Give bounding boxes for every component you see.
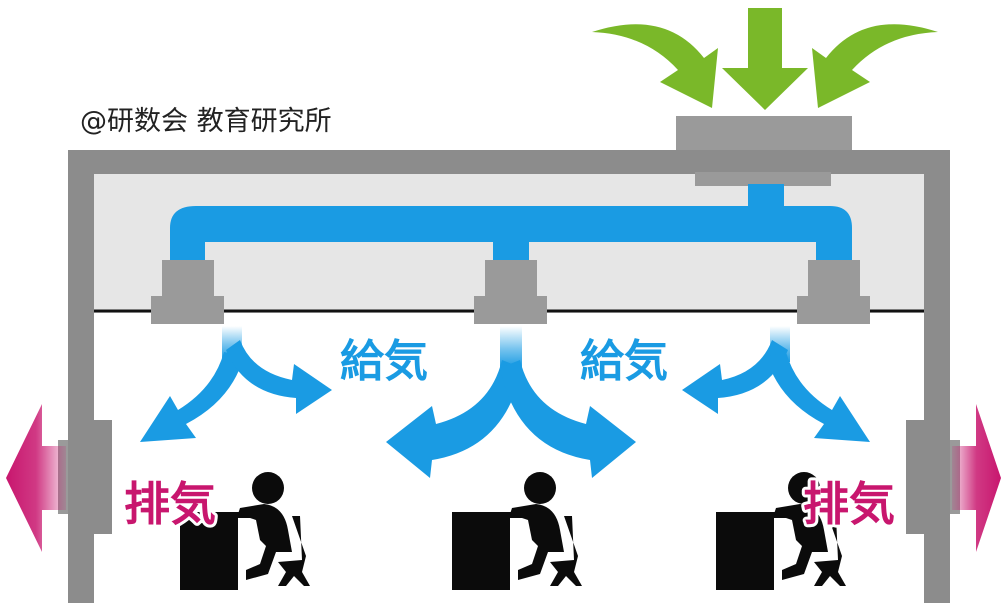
intake-arrow-right xyxy=(812,24,938,108)
copyright-label: @研数会 教育研究所 xyxy=(80,106,332,137)
exhaust-vent-left xyxy=(94,420,112,534)
diffuser-left xyxy=(151,260,224,324)
person-head xyxy=(788,472,820,504)
jet-center xyxy=(500,326,522,368)
chair xyxy=(814,516,846,586)
ceiling-unit xyxy=(695,172,831,186)
airflow-arrow-center-right xyxy=(500,360,636,478)
airflow-arrow-left-up xyxy=(226,340,332,414)
airflow-arrow-right-down xyxy=(766,352,870,442)
person-body xyxy=(510,504,564,580)
desk-top xyxy=(180,512,260,518)
exhaust-vent-right xyxy=(906,420,924,534)
duct-main xyxy=(170,206,852,262)
exhaust-right xyxy=(906,404,1001,552)
supply-duct xyxy=(170,184,852,262)
worker-right xyxy=(716,472,846,590)
roof-unit xyxy=(676,116,852,150)
worker-left xyxy=(180,472,310,590)
exhaust-left xyxy=(6,404,112,552)
diffuser-right xyxy=(797,260,870,324)
chair xyxy=(550,516,582,586)
exhaust-label-right: 排気 xyxy=(803,477,895,531)
exhaust-arrow-right xyxy=(952,404,1001,552)
intake-arrow-left xyxy=(592,24,718,108)
exhaust-arrow-left xyxy=(6,404,66,552)
person-body xyxy=(774,504,828,580)
desk xyxy=(452,516,510,590)
desk-top xyxy=(716,512,796,518)
airflow-arrow-left-down xyxy=(140,352,244,442)
duct-drop-center xyxy=(493,238,529,262)
person-body xyxy=(238,504,292,580)
worker-center xyxy=(452,472,582,590)
person-head xyxy=(524,472,556,504)
desk xyxy=(716,516,774,590)
intake-arrows xyxy=(592,8,938,110)
desk xyxy=(180,516,238,590)
chair xyxy=(278,516,310,586)
diffusers xyxy=(151,260,870,324)
person-head xyxy=(252,472,284,504)
supply-label-left: 給気 xyxy=(340,336,428,387)
intake-arrow-center xyxy=(722,8,808,110)
desk-top xyxy=(452,512,532,518)
supply-airflow xyxy=(140,326,870,478)
diffuser-center xyxy=(474,260,547,324)
airflow-arrow-center-left xyxy=(386,360,522,478)
supply-label-right: 給気 xyxy=(580,336,668,387)
airflow-arrow-right-up xyxy=(682,340,788,414)
exhaust-label-left: 排気 xyxy=(124,477,216,531)
